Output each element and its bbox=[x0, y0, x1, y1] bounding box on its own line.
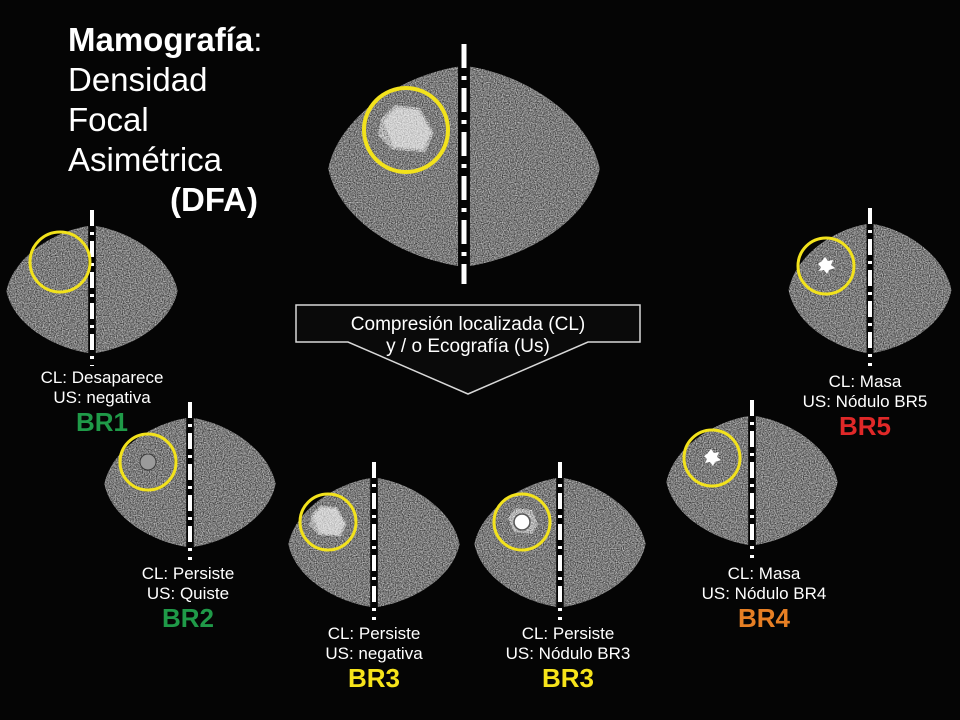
case-6-us: US: Nódulo BR5 bbox=[802, 392, 928, 411]
case-2-label: CL: Persiste US: Quiste bbox=[98, 564, 278, 604]
case-4-right-breast bbox=[563, 478, 646, 607]
case-5-label: CL: Masa US: Nódulo BR4 bbox=[664, 564, 864, 604]
case-6-spiculated-mass bbox=[818, 257, 835, 274]
title-line-asymmetric: Asimétrica bbox=[68, 141, 223, 178]
case-3-label: CL: Persiste US: negativa bbox=[284, 624, 464, 664]
case-6-cl: CL: Masa bbox=[828, 372, 902, 391]
case-2-left-breast bbox=[104, 418, 187, 547]
case-5-mammogram bbox=[666, 400, 838, 558]
case-5-cl: CL: Masa bbox=[727, 564, 801, 583]
case-6-birads: BR5 bbox=[838, 411, 891, 441]
case-1-right-breast bbox=[95, 225, 178, 354]
case-3-lesion-core bbox=[313, 507, 345, 536]
case-5-birads: BR4 bbox=[737, 603, 790, 633]
case-6-mammogram bbox=[788, 208, 952, 366]
case-2-right-breast bbox=[193, 418, 276, 547]
case-5-highlight-circle bbox=[682, 428, 742, 488]
case-2-highlight-circle bbox=[118, 432, 178, 492]
main-left-breast bbox=[328, 66, 459, 267]
main-highlight-circle bbox=[362, 86, 450, 174]
case-5-left-breast bbox=[666, 416, 749, 545]
case-6-label: CL: Masa US: Nódulo BR5 bbox=[770, 372, 960, 412]
case-6-right-breast bbox=[873, 224, 952, 353]
case-4-nodule bbox=[513, 513, 531, 531]
case-2-cl: CL: Persiste bbox=[141, 564, 235, 583]
title-line-focal: Focal bbox=[68, 101, 149, 138]
arrow-label-line1: Compresión localizada (CL) bbox=[350, 314, 586, 335]
case-4-left-breast bbox=[474, 478, 557, 607]
case-5-right-breast bbox=[755, 416, 838, 545]
case-3-highlight-circle bbox=[298, 492, 358, 552]
case-6-highlight-circle bbox=[796, 236, 856, 296]
case-2-us: US: Quiste bbox=[146, 584, 230, 603]
case-1-highlight-circle bbox=[28, 230, 92, 294]
case-1-label: CL: Desaparece US: negativa bbox=[12, 368, 192, 408]
flow-arrow bbox=[295, 304, 641, 395]
title-modality: Mamografía bbox=[68, 21, 254, 58]
case-5-spiculated-mass bbox=[704, 449, 721, 466]
case-1-cl: CL: Desaparece bbox=[40, 368, 164, 387]
case-4-us: US: Nódulo BR3 bbox=[505, 644, 631, 663]
case-2-birads: BR2 bbox=[161, 603, 214, 633]
main-mammogram bbox=[328, 44, 600, 284]
case-6-left-breast bbox=[788, 224, 867, 353]
arrow-label-line2: y / o Ecografía (Us) bbox=[386, 336, 550, 357]
case-3-right-breast bbox=[377, 478, 460, 607]
case-4-mammogram bbox=[474, 462, 646, 620]
case-2-mammogram bbox=[104, 402, 276, 560]
case-3-birads: BR3 bbox=[347, 663, 400, 693]
case-3-us: US: negativa bbox=[325, 644, 423, 663]
main-lesion-core bbox=[383, 107, 432, 150]
case-4-birads: BR3 bbox=[541, 663, 594, 693]
case-4-cl: CL: Persiste bbox=[521, 624, 615, 643]
case-3-mammogram bbox=[288, 462, 460, 620]
title-abbreviation: (DFA) bbox=[170, 181, 258, 218]
case-3-cl: CL: Persiste bbox=[327, 624, 421, 643]
arrow-label: Compresión localizada (CL) y / o Ecograf… bbox=[296, 314, 640, 358]
case-5-us: US: Nódulo BR4 bbox=[701, 584, 827, 603]
case-4-highlight-circle bbox=[492, 492, 552, 552]
case-4-label: CL: Persiste US: Nódulo BR3 bbox=[468, 624, 668, 664]
main-right-breast bbox=[469, 66, 600, 267]
case-1-us: US: negativa bbox=[53, 388, 151, 407]
title-line-density: Densidad bbox=[68, 61, 208, 98]
diagram-title: Mamografía: Densidad Focal Asimétrica (D… bbox=[68, 21, 263, 218]
case-3-left-breast bbox=[288, 478, 371, 607]
case-2-cyst bbox=[139, 453, 157, 471]
mammogram-group bbox=[6, 44, 952, 620]
case-1-mammogram bbox=[6, 210, 178, 366]
case-1-birads: BR1 bbox=[75, 407, 128, 437]
